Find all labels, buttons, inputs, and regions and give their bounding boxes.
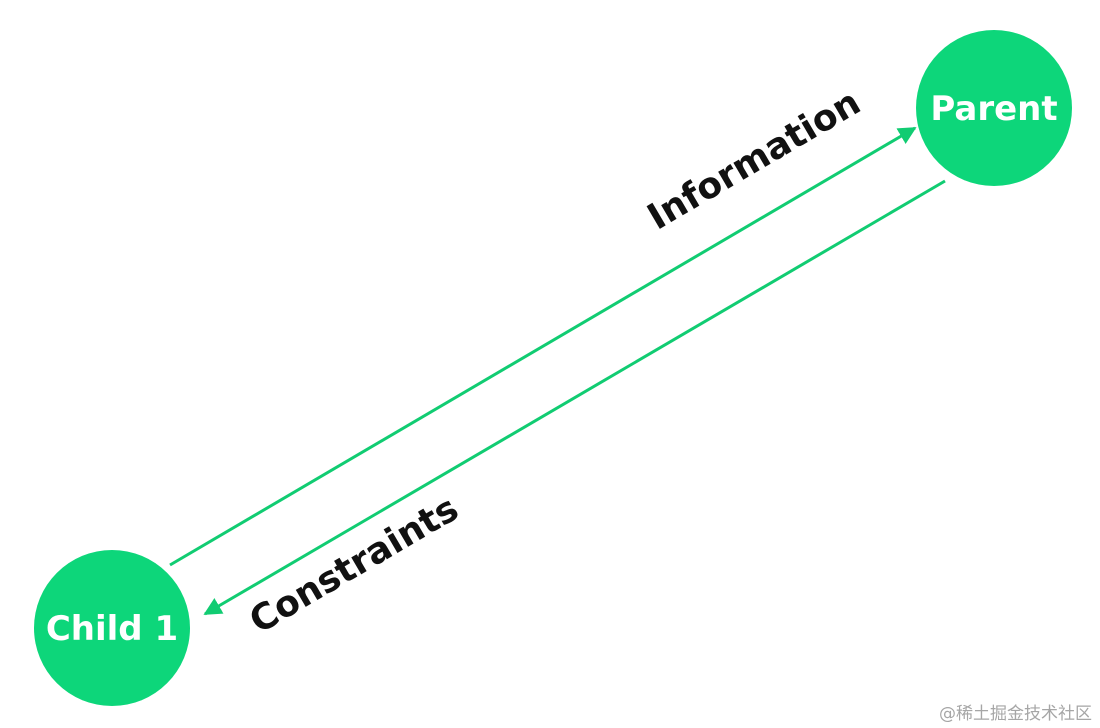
parent-label: Parent	[930, 89, 1057, 129]
node-child-1: Child 1	[34, 550, 190, 706]
child-1-circle	[34, 550, 190, 706]
edge-information: Information	[169, 82, 917, 567]
node-parent: Parent	[916, 30, 1072, 186]
parent-circle	[916, 30, 1072, 186]
constraints-arrow	[203, 179, 946, 616]
information-label: Information	[641, 82, 868, 238]
watermark-text: @稀土掘金技术社区	[939, 704, 1092, 724]
edge-constraints: Constraints	[203, 179, 946, 642]
constraints-label: Constraints	[243, 488, 466, 642]
child-1-label: Child 1	[46, 609, 178, 649]
information-arrow	[169, 126, 917, 567]
